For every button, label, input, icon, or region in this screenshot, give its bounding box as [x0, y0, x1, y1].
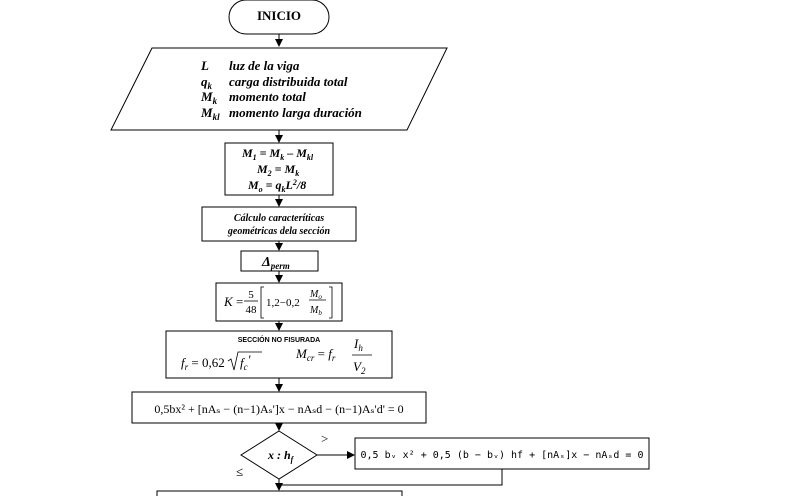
- t-section-node[interactable]: 0,5 bᵥ x² + 0,5 (b − bᵥ) hf + [nAₛ]x − n…: [354, 437, 650, 470]
- k-left-bracket: [260, 286, 264, 319]
- fr-sqrt-sign: [227, 351, 262, 371]
- input-symbol-Mk: Mk: [200, 89, 218, 106]
- geometry-node[interactable]: Cálculo caracteríticas geométricas dela …: [201, 206, 357, 242]
- quadratic-node[interactable]: 0,5bx² + [nAₛ − (n−1)Aₛ']x − nAₛd − (n−1…: [131, 391, 427, 424]
- decision-le-label: ≤: [236, 464, 243, 479]
- moment-m2-formula: M2 = Mk: [256, 162, 299, 178]
- quadratic-equation: 0,5bx² + [nAₛ − (n−1)Aₛ']x − nAₛd − (n−1…: [154, 402, 403, 416]
- k-a: 1,2−0,2: [266, 297, 300, 309]
- delta-label: Δperm: [261, 255, 290, 271]
- fr-root: fc': [240, 352, 251, 372]
- k-den: 48: [246, 304, 258, 316]
- decision-node[interactable]: x : hf: [240, 430, 318, 480]
- k-num: 5: [248, 289, 254, 301]
- mcr-formula: Mcr = fr: [295, 346, 336, 363]
- start-node[interactable]: INICIO: [228, 0, 330, 35]
- k-frac-den: Mb: [309, 305, 322, 317]
- input-desc-Mkl: momento larga duración: [229, 105, 362, 120]
- k-right-bracket: [329, 286, 333, 319]
- input-desc-Mk: momento total: [229, 89, 306, 104]
- k-frac-num: Mo: [309, 289, 322, 301]
- decision-gt-label: >: [321, 431, 328, 446]
- k-equals: =: [236, 294, 243, 309]
- moments-node[interactable]: M1 = Mk – Mkl M2 = Mk Mo = qkL2/8: [224, 142, 334, 196]
- geometry-line1: Cálculo caracteríticas: [234, 213, 324, 224]
- decision-label: x : hf: [267, 448, 295, 464]
- moment-m1-formula: M1 = Mk – Mkl: [241, 146, 314, 162]
- next-node[interactable]: [156, 490, 403, 496]
- input-symbol-Mkl: Mkl: [200, 105, 220, 122]
- input-node[interactable]: L luz de la viga qk carga distribuida to…: [110, 47, 448, 131]
- input-symbol-qk: qk: [201, 74, 213, 91]
- k-lhs: K: [223, 294, 234, 309]
- start-label: INICIO: [257, 8, 301, 23]
- moment-mo-formula: Mo = qkL2/8: [247, 178, 306, 194]
- fr-formula: fr = 0,62: [181, 355, 225, 372]
- input-desc-L: luz de la viga: [229, 58, 300, 73]
- t-section-equation: 0,5 bᵥ x² + 0,5 (b − bᵥ) hf + [nAₛ]x − n…: [361, 450, 644, 461]
- geometry-line2: geométricas dela sección: [227, 226, 331, 237]
- input-desc-qk: carga distribuida total: [229, 74, 348, 89]
- input-symbol-L: L: [200, 58, 209, 73]
- uncracked-title: SECCIÓN NO FISURADA: [238, 335, 320, 344]
- mcr-den: V2: [353, 359, 366, 376]
- connector-tsection-return: [279, 469, 503, 486]
- delta-node[interactable]: Δperm: [240, 250, 319, 272]
- uncracked-node[interactable]: SECCIÓN NO FISURADA fr = 0,62 fc' Mcr = …: [165, 330, 393, 379]
- mcr-num: Ih: [353, 336, 363, 353]
- k-formula-node[interactable]: K = 5 48 1,2−0,2 Mo Mb: [215, 282, 343, 322]
